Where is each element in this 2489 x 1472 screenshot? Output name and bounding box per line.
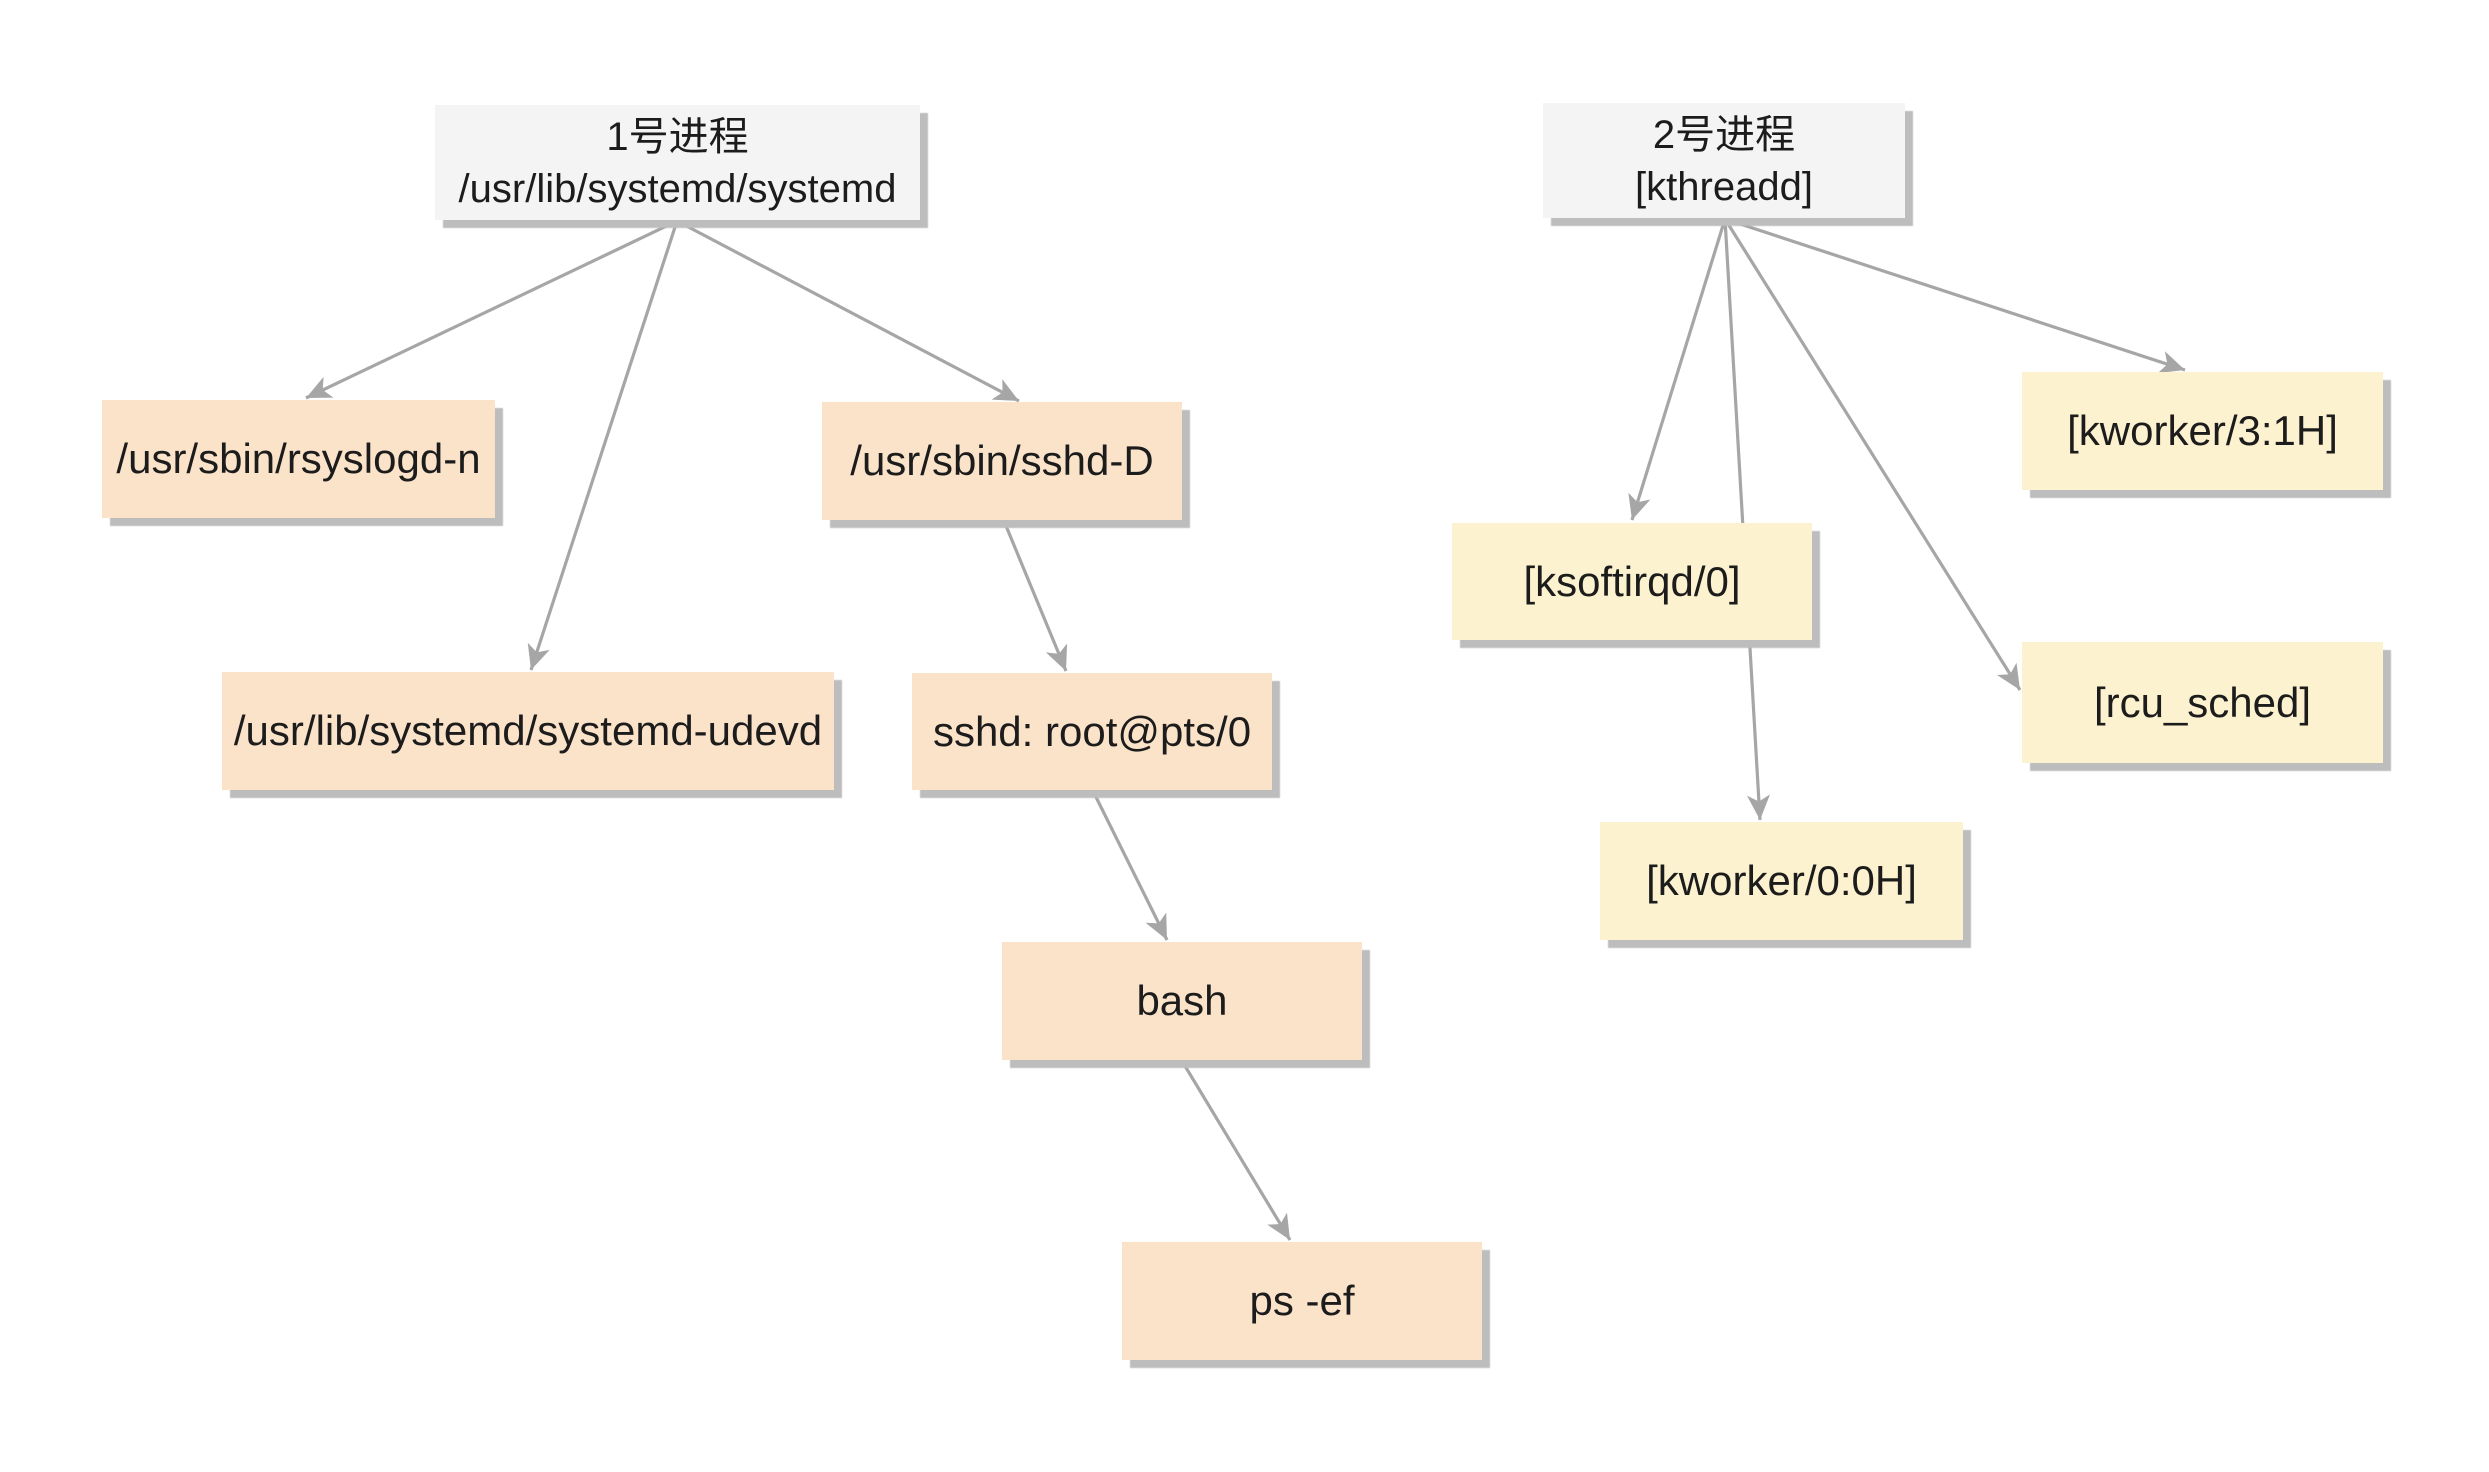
- node-kworker-0-0h: [kworker/0:0H]: [1600, 822, 1963, 940]
- edge-kthreadd-to-ksoftirqd: [1628, 218, 1727, 521]
- node-rcu-sched-label: [rcu_sched]: [2093, 678, 2312, 726]
- node-ksoftirqd: [ksoftirqd/0]: [1452, 523, 1812, 640]
- node-rsyslogd-label: /usr/sbin/rsyslogd-n: [116, 435, 481, 482]
- node-rcu-sched: [rcu_sched]: [2022, 642, 2383, 763]
- node-pid1-path: /usr/lib/systemd/systemd: [458, 166, 897, 211]
- node-bash: bash: [1002, 942, 1362, 1060]
- node-pid2-name: [kthreadd]: [1635, 164, 1813, 209]
- edge-systemd-to-udevd: [527, 220, 679, 671]
- node-kworker-3-1h-label: [kworker/3:1H]: [2067, 407, 2338, 454]
- node-ksoftirqd-label: [ksoftirqd/0]: [1523, 557, 1741, 605]
- node-rsyslogd: /usr/sbin/rsyslogd-n: [102, 400, 495, 518]
- node-pid1-title: 1号进程: [606, 114, 749, 159]
- edge-kthreadd-to-kworker3: [1724, 217, 2186, 374]
- node-bash-label: bash: [1136, 977, 1228, 1024]
- node-sshd-pts-label: sshd: root@pts/0: [932, 707, 1252, 755]
- node-pid1-systemd: 1号进程 /usr/lib/systemd/systemd: [435, 105, 920, 220]
- node-kworker-0-0h-label: [kworker/0:0H]: [1646, 857, 1917, 904]
- edge-sshdpts-to-bash: [1091, 790, 1169, 941]
- node-pid2-kthreadd: 2号进程 [kthreadd]: [1543, 103, 1905, 218]
- node-sshd-pts: sshd: root@pts/0: [912, 673, 1272, 790]
- node-systemd-udevd-label: /usr/lib/systemd/systemd-udevd: [233, 707, 823, 754]
- edge-bash-to-ps: [1180, 1060, 1292, 1241]
- node-systemd-udevd: /usr/lib/systemd/systemd-udevd: [222, 672, 834, 790]
- node-sshd: /usr/sbin/sshd-D: [822, 402, 1182, 520]
- edge-systemd-to-rsyslogd: [305, 219, 678, 400]
- edge-kthreadd-to-rcu: [1723, 218, 2022, 691]
- node-ps-ef-label: ps -ef: [1249, 1277, 1355, 1324]
- edge-systemd-to-sshd: [676, 219, 1020, 403]
- node-pid2-title: 2号进程: [1652, 112, 1796, 157]
- edge-kthreadd-to-kworker0: [1723, 218, 1771, 821]
- node-sshd-label: /usr/sbin/sshd-D: [850, 437, 1154, 484]
- node-kworker-3-1h: [kworker/3:1H]: [2022, 372, 2383, 490]
- edge-sshd-to-sshdpts: [1002, 520, 1068, 672]
- node-ps-ef: ps -ef: [1122, 1242, 1482, 1360]
